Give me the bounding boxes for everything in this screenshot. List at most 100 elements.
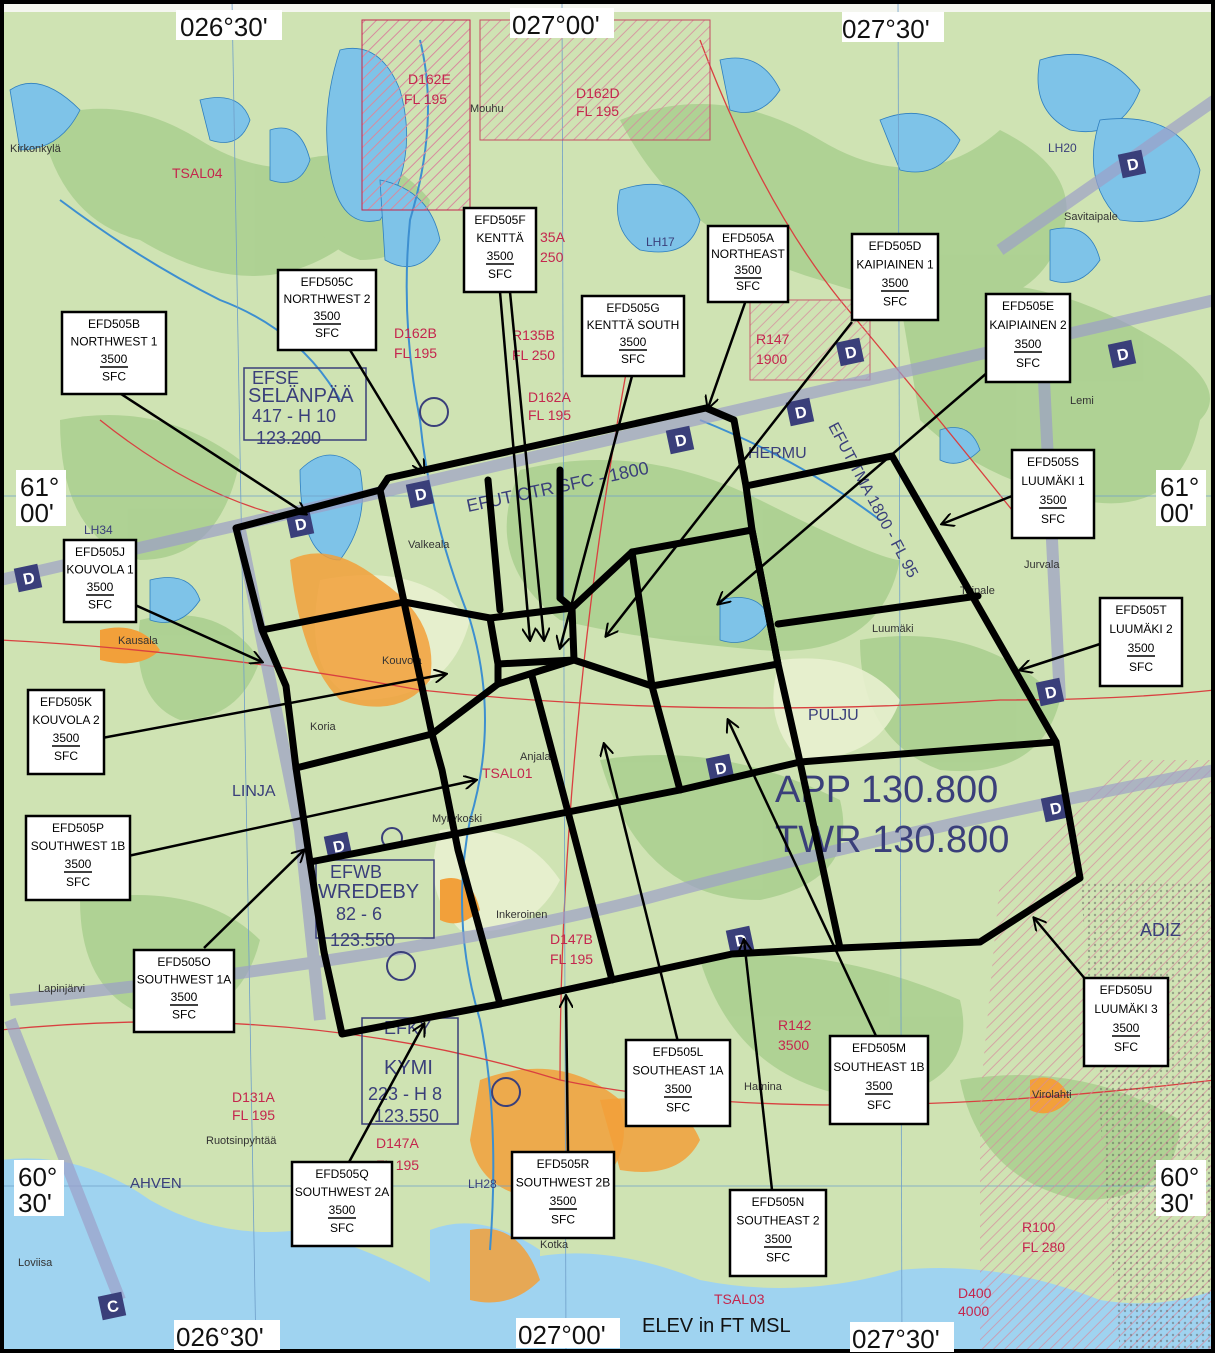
svg-text:417 - H 10: 417 - H 10 — [252, 406, 336, 426]
sector-upper-limit: 3500 — [665, 1082, 692, 1096]
sector-upper-limit: 3500 — [1128, 641, 1155, 655]
sector-name: NORTHEAST — [711, 247, 785, 261]
svg-text:35A: 35A — [540, 229, 566, 245]
svg-text:Mouhu: Mouhu — [470, 103, 504, 115]
svg-text:C: C — [106, 1298, 121, 1317]
svg-text:123.550: 123.550 — [330, 930, 395, 950]
sector-upper-limit: 3500 — [487, 249, 514, 263]
sector-upper-limit: 3500 — [171, 990, 198, 1004]
sector-lower-limit: SFC — [1041, 512, 1065, 526]
svg-text:D: D — [22, 570, 37, 589]
sector-upper-limit: 3500 — [65, 857, 92, 871]
svg-text:Kotka: Kotka — [540, 1239, 569, 1251]
sector-lower-limit: SFC — [766, 1251, 790, 1265]
coord-top-1: 026°30' — [180, 12, 268, 42]
svg-text:Anjala: Anjala — [520, 751, 551, 763]
lh-points: LH34 LH17 LH20 LH28 — [84, 141, 1077, 1191]
place-names: Kirkonkylä Savitaipale Luumäki Jurvala V… — [10, 103, 1118, 1269]
svg-text:3500: 3500 — [778, 1037, 809, 1053]
svg-text:FL 195: FL 195 — [394, 345, 437, 361]
svg-text:D400: D400 — [958, 1285, 992, 1301]
svg-text:FL 250: FL 250 — [512, 347, 555, 363]
ahven-label: AHVEN — [130, 1175, 182, 1192]
sector-lower-limit: SFC — [315, 326, 339, 340]
sector-id: EFD505J — [75, 545, 125, 559]
svg-text:Myllykoski: Myllykoski — [432, 813, 482, 825]
svg-text:SELÄNPÄÄ: SELÄNPÄÄ — [248, 385, 354, 407]
svg-text:61°: 61° — [20, 472, 59, 502]
sector-name: SOUTHEAST 1A — [632, 1064, 723, 1078]
sector-name: SOUTHWEST 1B — [31, 839, 125, 853]
sector-id: EFD505B — [88, 317, 140, 331]
svg-text:Savitaipale: Savitaipale — [1064, 211, 1118, 223]
svg-text:250: 250 — [540, 249, 564, 265]
svg-text:Luumäki: Luumäki — [872, 623, 914, 635]
sector-lower-limit: SFC — [867, 1098, 891, 1112]
svg-text:D: D — [794, 404, 809, 423]
sector-lower-limit: SFC — [1129, 660, 1153, 674]
sector-lower-limit: SFC — [330, 1221, 354, 1235]
svg-text:223 - H 8: 223 - H 8 — [368, 1084, 442, 1104]
sector-name: SOUTHEAST 1B — [833, 1060, 924, 1074]
efse-aerodrome-info: EFSE SELÄNPÄÄ 417 - H 10 123.200 — [243, 367, 367, 448]
sector-id: EFD505P — [52, 821, 104, 835]
sector-lower-limit: SFC — [102, 370, 126, 384]
svg-text:D: D — [1049, 800, 1064, 819]
coord-top-3: 027°30' — [842, 14, 930, 44]
airspace-d-markers: D D D D D D D D D D D D D C — [13, 149, 1147, 1321]
sector-name: KENTTÄ — [476, 231, 523, 245]
sector-name: KOUVOLA 1 — [66, 563, 134, 577]
sector-id: EFD505O — [157, 955, 210, 969]
svg-text:D: D — [414, 486, 429, 505]
svg-text:60°: 60° — [1160, 1162, 1199, 1192]
svg-text:00': 00' — [20, 498, 54, 528]
sector-name: LUUMÄKI 2 — [1109, 622, 1173, 636]
leader-lines — [101, 291, 1101, 1191]
svg-text:LH34: LH34 — [84, 523, 113, 537]
svg-text:D162A: D162A — [528, 389, 571, 405]
sector-name: SOUTHWEST 2B — [516, 1176, 610, 1190]
svg-text:1900: 1900 — [756, 351, 787, 367]
sector-upper-limit: 3500 — [866, 1079, 893, 1093]
svg-text:Lemi: Lemi — [1070, 395, 1094, 407]
svg-text:D: D — [714, 760, 729, 779]
svg-text:D: D — [294, 516, 309, 535]
svg-text:Kausala: Kausala — [118, 635, 159, 647]
svg-text:30': 30' — [1160, 1188, 1194, 1218]
svg-text:Kirkonkylä: Kirkonkylä — [10, 143, 62, 155]
svg-text:Lapinjärvi: Lapinjärvi — [38, 983, 85, 995]
elevation-note: ELEV in FT MSL — [642, 1315, 791, 1337]
svg-text:30': 30' — [18, 1188, 52, 1218]
sector-lower-limit: SFC — [621, 352, 645, 366]
sector-id: EFD505L — [653, 1045, 704, 1059]
sector-lower-limit: SFC — [1114, 1040, 1138, 1054]
sector-id: EFD505Q — [315, 1167, 368, 1181]
svg-text:00': 00' — [1160, 498, 1194, 528]
sector-lower-limit: SFC — [488, 267, 512, 281]
sector-lower-limit: SFC — [1016, 356, 1040, 370]
sector-id: EFD505U — [1100, 983, 1153, 997]
sector-upper-limit: 3500 — [550, 1194, 577, 1208]
sector-name: SOUTHWEST 2A — [295, 1185, 389, 1199]
sector-id: EFD505D — [869, 239, 922, 253]
coord-bottom-3: 027°30' — [852, 1324, 940, 1353]
sector-id: EFD505T — [1115, 603, 1167, 617]
svg-text:60°: 60° — [18, 1162, 57, 1192]
svg-text:Ruotsinpyhtää: Ruotsinpyhtää — [206, 1135, 277, 1147]
sector-lower-limit: SFC — [88, 598, 112, 612]
svg-text:R142: R142 — [778, 1017, 812, 1033]
sector-lower-limit: SFC — [551, 1213, 575, 1227]
svg-text:KYMI: KYMI — [384, 1057, 433, 1079]
svg-text:Virolahti: Virolahti — [1032, 1089, 1072, 1101]
